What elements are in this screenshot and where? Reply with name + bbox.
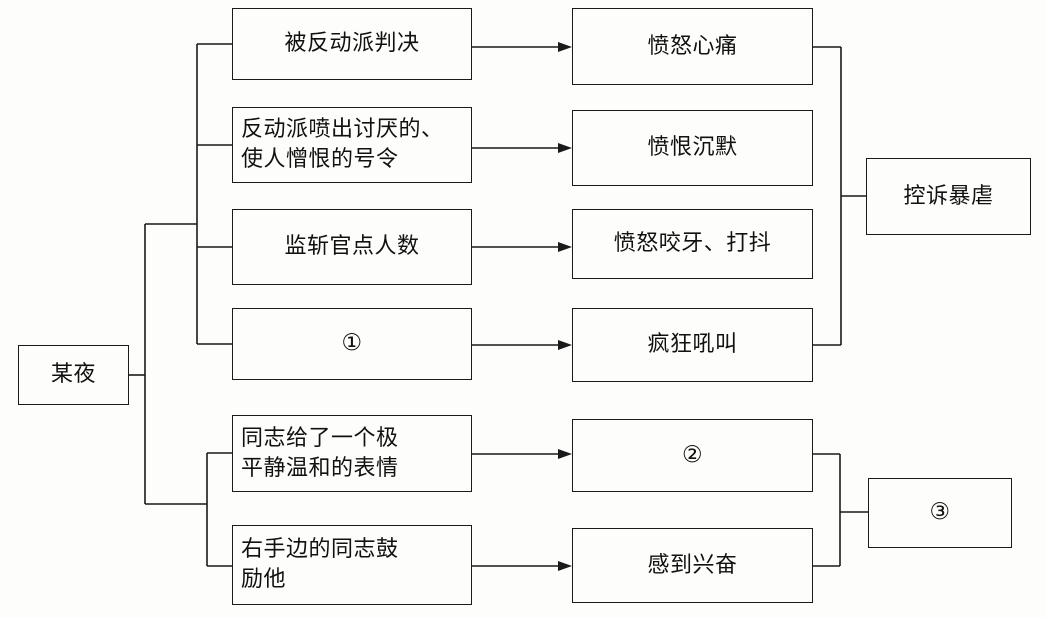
node-stage2-3[interactable]: 愤怒咬牙、打抖 (572, 209, 813, 279)
node-root-某夜[interactable]: 某夜 (18, 345, 129, 405)
node-label: 疯狂吼叫 (647, 332, 738, 358)
arrowhead-6 (558, 561, 572, 571)
node-label: 愤怒心痛 (647, 33, 738, 59)
node-stage1-5[interactable]: 同志给了一个极 平静温和的表情 (232, 415, 472, 492)
node-stage1-6[interactable]: 右手边的同志鼓 励他 (232, 525, 472, 605)
node-stage2-6[interactable]: 感到兴奋 (572, 528, 813, 603)
node-label: 某夜 (50, 362, 96, 388)
node-label: 愤怒咬牙、打抖 (613, 231, 772, 257)
node-label: ③ (929, 499, 951, 526)
node-label: ② (681, 441, 704, 468)
arrowhead-2 (558, 143, 572, 153)
arrowhead-3 (558, 242, 572, 252)
arrowhead-5 (558, 449, 572, 459)
arrowhead-1 (558, 42, 572, 52)
node-stage1-2[interactable]: 反动派喷出讨厌的、 使人憎恨的号令 (232, 107, 472, 183)
node-stage1-4-placeholder-1[interactable]: ① (232, 308, 472, 380)
node-stage2-1[interactable]: 愤怒心痛 (572, 8, 813, 85)
node-label: 感到兴奋 (647, 552, 738, 578)
node-label: 同志给了一个极 平静温和的表情 (241, 425, 399, 481)
node-stage1-1[interactable]: 被反动派判决 (232, 8, 472, 80)
arrowhead-4 (558, 340, 572, 350)
node-label: 反动派喷出讨厌的、 使人憎恨的号令 (241, 117, 444, 172)
node-label: 右手边的同志鼓 励他 (241, 537, 399, 592)
node-stage3-2-placeholder-3[interactable]: ③ (868, 478, 1012, 548)
node-label: ① (341, 330, 363, 357)
node-label: 被反动派判决 (284, 31, 420, 57)
node-stage1-3[interactable]: 监斩官点人数 (232, 209, 472, 285)
node-stage2-2[interactable]: 愤恨沉默 (572, 110, 813, 186)
node-stage2-4[interactable]: 疯狂吼叫 (572, 308, 813, 382)
node-stage2-5-placeholder-2[interactable]: ② (572, 419, 813, 492)
node-label: 控诉暴虐 (903, 183, 994, 209)
node-stage3-1[interactable]: 控诉暴虐 (866, 158, 1031, 235)
node-label: 监斩官点人数 (284, 234, 420, 260)
node-label: 愤恨沉默 (647, 135, 738, 161)
